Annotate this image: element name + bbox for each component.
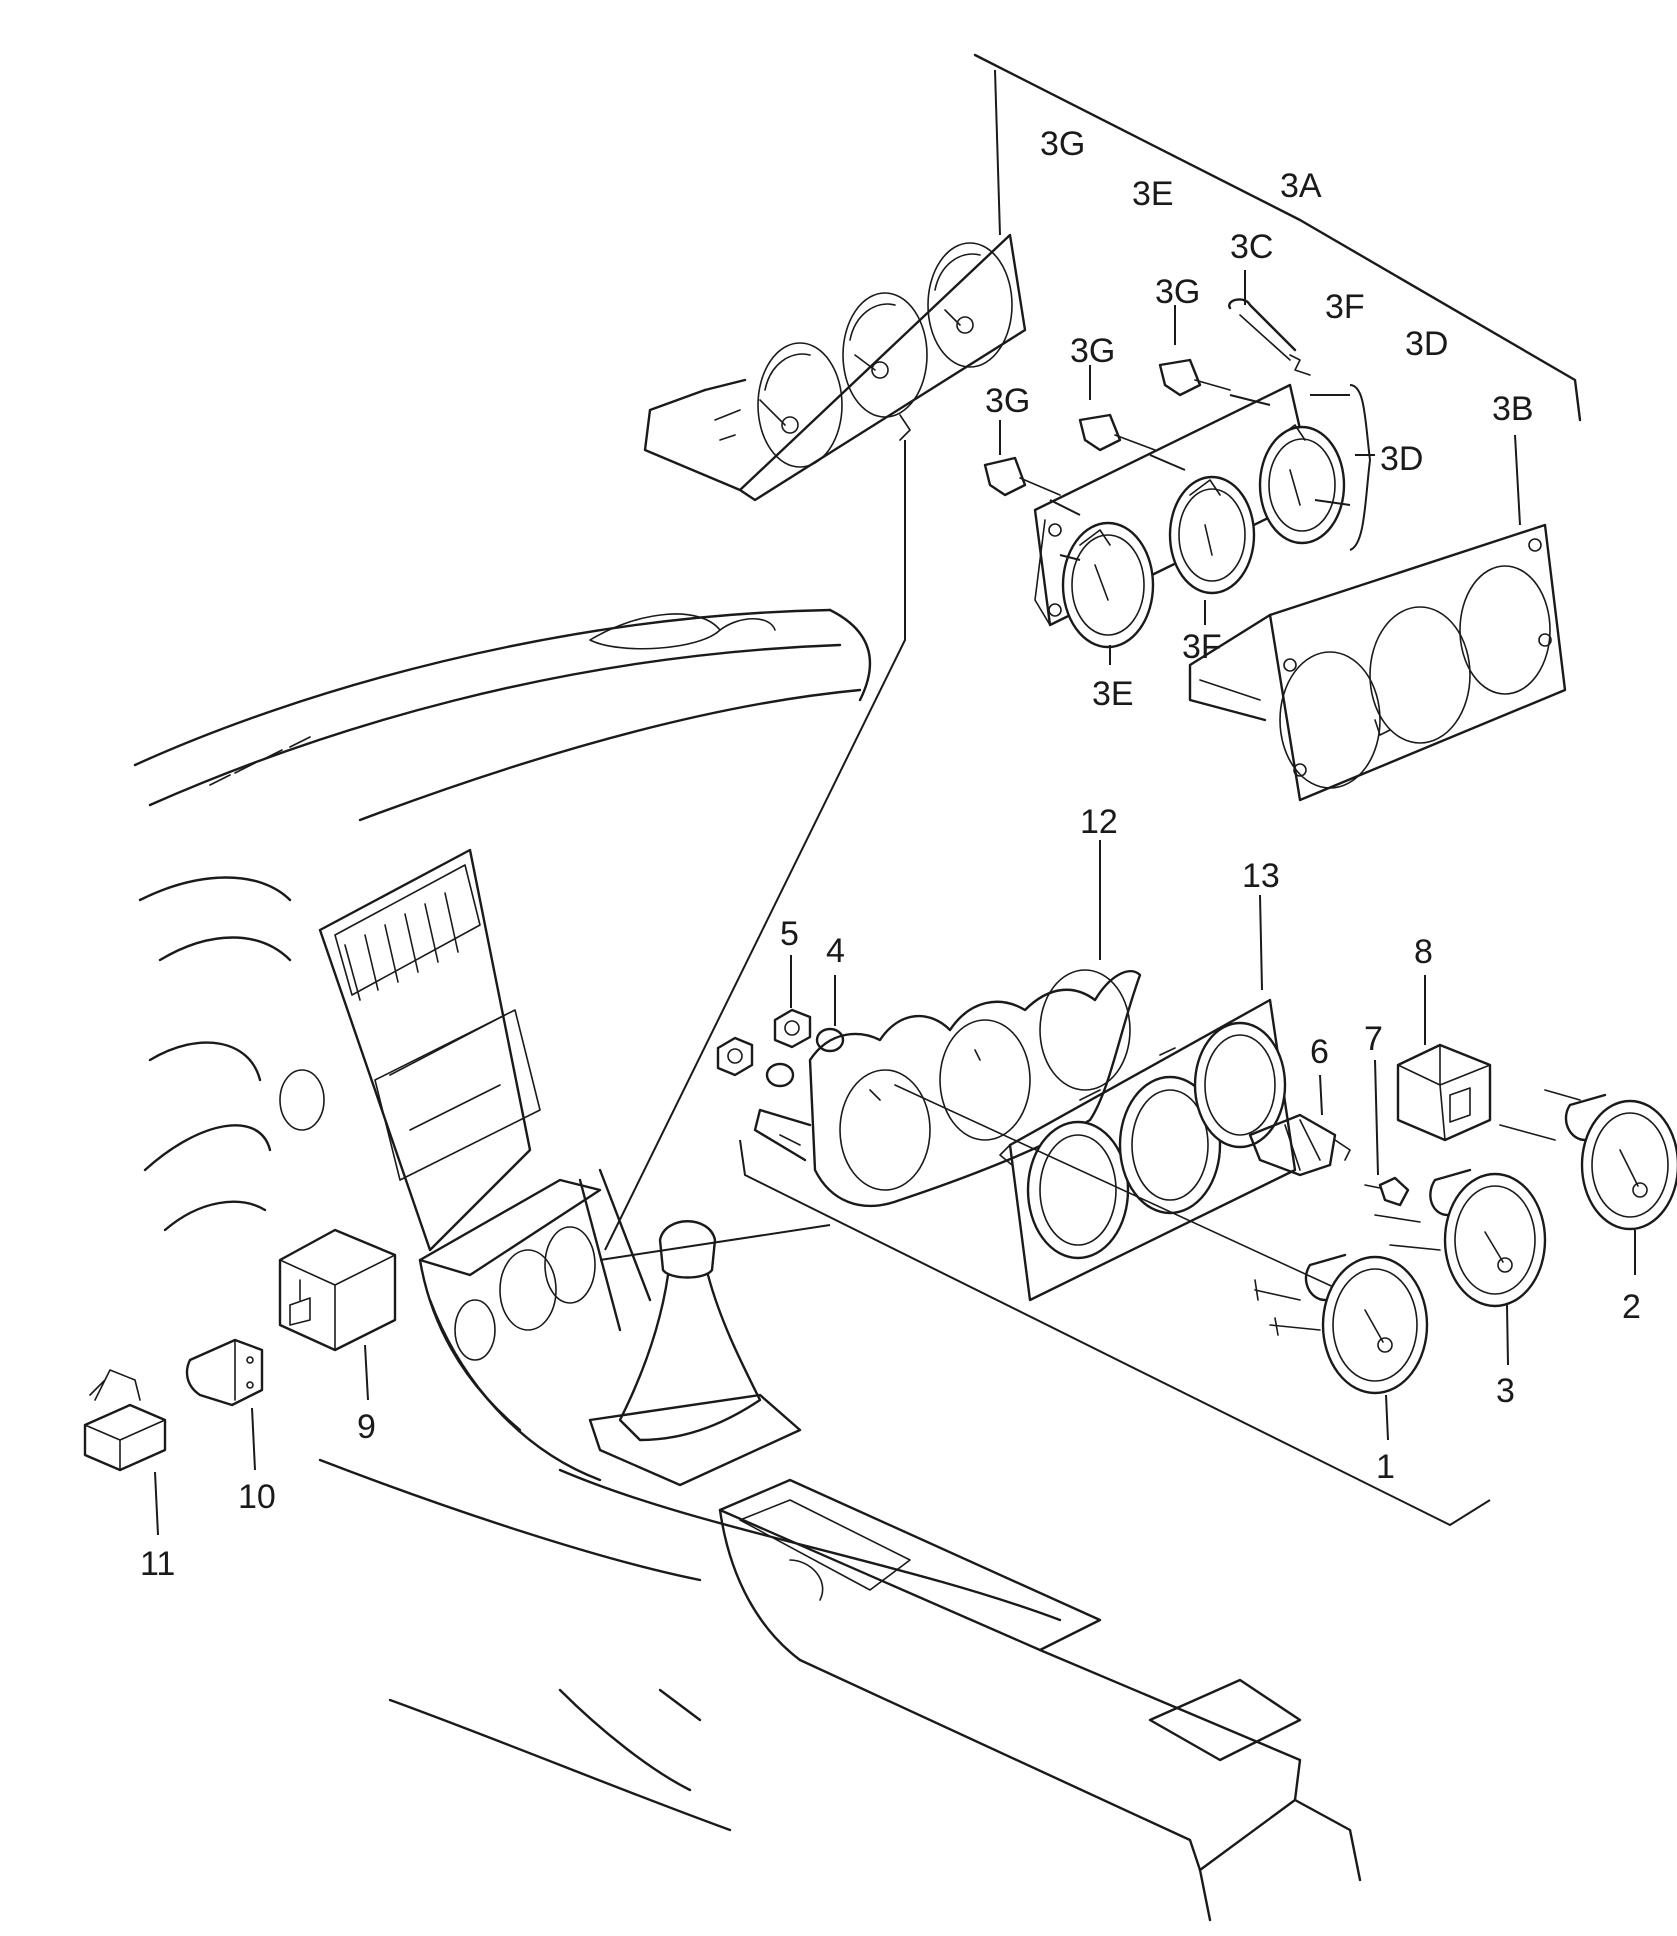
label-2: 2 — [1622, 1288, 1641, 1326]
nut-and-washer-4-5 — [716, 1008, 845, 1088]
leader-upper-cluster — [604, 440, 906, 1251]
leader-lines — [154, 270, 1636, 1536]
label-1: 1 — [1376, 1448, 1395, 1486]
label-8: 8 — [1414, 933, 1433, 971]
gauge-cluster-upper — [643, 53, 1582, 502]
label-7: 7 — [1364, 1020, 1383, 1058]
label-6: 6 — [1310, 1033, 1329, 1071]
clips-and-screw-3g-3c — [983, 298, 1311, 516]
group-outline-12-13 — [739, 1139, 1491, 1527]
holder-11 — [83, 1369, 167, 1472]
label-3: 3 — [1496, 1372, 1515, 1410]
label-3g-a: 3G — [1155, 273, 1200, 311]
label-3g-top: 3G — [1040, 125, 1085, 163]
label-3c: 3C — [1230, 228, 1273, 266]
label-5: 5 — [780, 915, 799, 953]
bracket-10 — [185, 1338, 264, 1407]
carrier-12 — [753, 969, 1142, 1208]
bulb-7 — [1364, 1176, 1410, 1207]
label-3g-c: 3G — [985, 382, 1030, 420]
gauge-3 — [1374, 1168, 1547, 1308]
label-3a: 3A — [1280, 167, 1322, 205]
label-3e-top: 3E — [1132, 175, 1174, 213]
label-9: 9 — [357, 1408, 376, 1446]
bezel-3b — [1188, 523, 1567, 802]
bezel-13 — [999, 998, 1297, 1302]
label-3e: 3E — [1092, 675, 1134, 713]
relay-9 — [278, 1228, 397, 1352]
label-3d-bracket: 3D — [1380, 440, 1423, 478]
label-11: 11 — [140, 1545, 175, 1583]
label-3d-top: 3D — [1405, 325, 1448, 363]
dashboard-console — [133, 608, 1362, 1922]
label-12: 12 — [1080, 803, 1118, 841]
gauge-2 — [1499, 1089, 1677, 1231]
label-3g-b: 3G — [1070, 332, 1115, 370]
label-13: 13 — [1242, 857, 1280, 895]
label-10: 10 — [238, 1478, 276, 1516]
label-3f-top: 3F — [1325, 288, 1365, 326]
bulb-holder-6 — [1248, 1113, 1351, 1177]
label-3f: 3F — [1182, 628, 1222, 666]
relay-8 — [1396, 1043, 1492, 1142]
callout-labels: 3G 3E 3A 3C 3G 3F 3D 3G 3G 3B 3D 3F 3E 1… — [140, 125, 1641, 1583]
label-4: 4 — [826, 932, 845, 970]
assembly-axis — [894, 1084, 1341, 1291]
leader-shifter — [599, 1224, 831, 1261]
label-3b: 3B — [1492, 390, 1534, 428]
gauge-1 — [1254, 1253, 1429, 1395]
gauge-assembly-3 — [1033, 383, 1372, 649]
